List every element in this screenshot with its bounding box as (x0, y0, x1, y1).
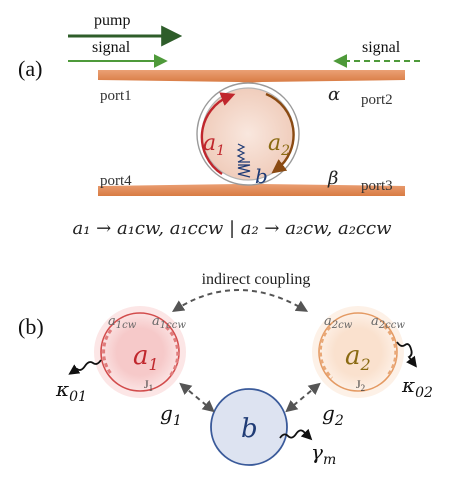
g2-coupling-arrow (285, 382, 321, 413)
a2-circulation-arrow (265, 92, 295, 174)
panel-b-label: (b) (18, 314, 44, 339)
port1-label: port1 (100, 88, 132, 104)
signal-right-label: signal (362, 39, 401, 56)
a2-cw-path (318, 325, 334, 380)
gamma-m-label: γm (311, 440, 336, 468)
signal-left-label: signal (92, 39, 131, 56)
g1-label: g1 (160, 401, 182, 429)
a2-mode-label: a2 (345, 341, 371, 374)
panel-a-label: (a) (18, 56, 42, 81)
alpha-label: α (328, 84, 340, 105)
pump-label: pump (94, 12, 130, 29)
a2cw-label: a2cw (324, 314, 353, 331)
b-mode-label: b (241, 414, 258, 444)
kappa01-label: κ01 (55, 377, 87, 405)
mode-a2-label: a2 (268, 131, 290, 159)
panel-b: (b) indirect coupling a1cw a1ccw a1 J1 κ… (18, 271, 433, 468)
port2-label: port2 (361, 92, 393, 108)
indirect-coupling-arrow (171, 289, 309, 312)
mode-b-label: b (255, 164, 268, 188)
kappa02-decay-icon (396, 341, 417, 368)
a1ccw-label: a1ccw (152, 314, 186, 331)
port3-label: port3 (361, 178, 393, 194)
microring: a1 a2 b (196, 82, 300, 188)
b-circle (210, 388, 288, 466)
resonator-b: b (210, 388, 288, 466)
a1-mode-label: a1 (133, 341, 159, 374)
g1-coupling-arrow (179, 382, 215, 413)
resonator-a1: a1cw a1ccw a1 J1 (94, 306, 186, 398)
J1-label: J1 (144, 377, 153, 393)
beta-label: β (327, 168, 338, 189)
bottom-waveguide (98, 183, 405, 196)
mode-a1-label: a1 (203, 131, 225, 159)
a1-circulation-arrow (200, 92, 236, 176)
port4-label: port4 (100, 173, 132, 189)
a2ccw-label: a2ccw (371, 314, 405, 331)
indirect-coupling-label: indirect coupling (202, 271, 311, 288)
kappa02-label: κ02 (401, 373, 433, 401)
gamma-m-decay-icon (279, 428, 313, 441)
g2-label: g2 (322, 401, 344, 429)
a1cw-label: a1cw (108, 314, 137, 331)
a1-cw-path (102, 329, 114, 376)
mechanical-spring-icon (236, 143, 251, 178)
mode-decomposition-equation: a₁ → a₁cw, a₁ccw | a₂ → a₂cw, a₂ccw (73, 218, 393, 239)
panel-a: (a) pump signal signal port1 port2 port4… (18, 12, 420, 239)
kappa01-decay-icon (68, 359, 102, 375)
top-waveguide (98, 70, 405, 83)
resonator-a2: a2cw a2ccw a2 J2 (312, 306, 405, 398)
J2-label: J2 (356, 377, 365, 393)
